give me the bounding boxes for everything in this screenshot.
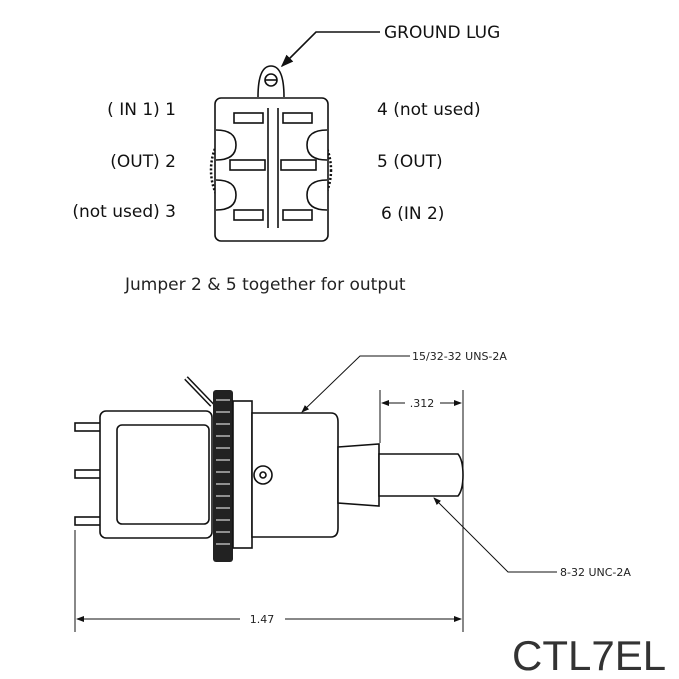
front-view: GROUND LUG ( IN 1) 1 (OUT) 2 (not used) … — [72, 23, 500, 295]
ground-lug — [257, 65, 285, 98]
toggle-neck — [337, 443, 380, 507]
lockwasher-tab — [253, 465, 273, 485]
side-view: 1.47 .312 15/32-32 UNS-2A 8-32 UNC-2A — [74, 350, 631, 632]
toggle-thread-label: 8-32 UNC-2A — [560, 566, 631, 579]
hex-nut — [232, 400, 253, 549]
pin-3-label: (not used) 3 — [72, 202, 176, 222]
terminals — [229, 112, 317, 221]
pin-5-label: 5 (OUT) — [377, 152, 443, 172]
bushing — [251, 412, 339, 538]
bushing-thread-label: 15/32-32 UNS-2A — [412, 350, 507, 363]
pin-6-label: 6 (IN 2) — [381, 204, 444, 224]
jumper-note: Jumper 2 & 5 together for output — [124, 275, 406, 295]
ground-lug-label: GROUND LUG — [384, 23, 500, 43]
pin-1-label: ( IN 1) 1 — [107, 100, 176, 120]
overall-length-dim: 1.47 — [250, 613, 275, 626]
model-number: CTL7EL — [512, 632, 666, 679]
toggle-length-dim: .312 — [410, 397, 435, 410]
pin-2-label: (OUT) 2 — [110, 152, 176, 172]
switch-body-rear — [214, 97, 329, 242]
toggle-lever — [378, 453, 464, 497]
switch-housing — [99, 410, 213, 539]
knurled-nut — [213, 390, 233, 562]
pin-4-label: 4 (not used) — [377, 100, 481, 120]
ground-lug-leader — [280, 31, 380, 68]
knurled-nut-outline — [209, 108, 333, 232]
